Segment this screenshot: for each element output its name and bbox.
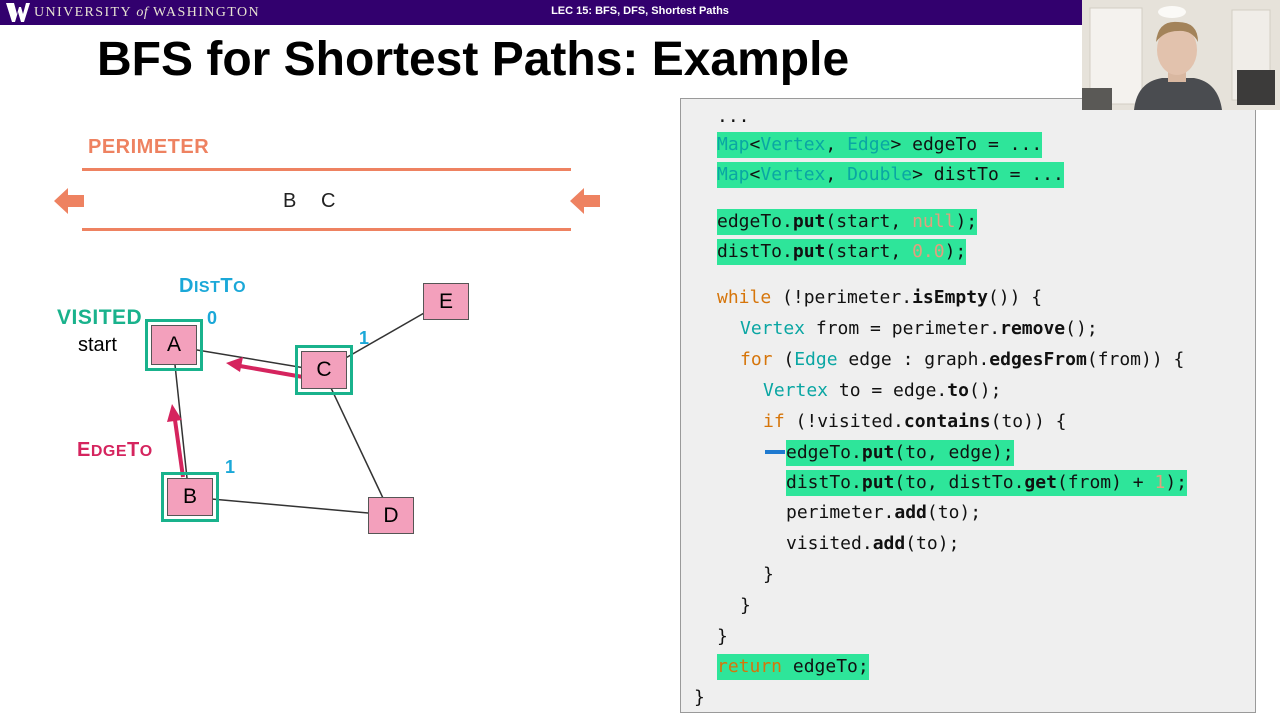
uw-w-logo-icon: [6, 3, 30, 22]
dist-b: 1: [225, 457, 236, 477]
code-line: if (!visited.contains(to)) {: [763, 411, 1067, 432]
edge-a-c: [172, 345, 324, 372]
visited-marker-b: [161, 472, 219, 522]
node-b: B: [167, 478, 213, 516]
perimeter-item: B: [283, 190, 297, 212]
node-c: C: [301, 351, 347, 389]
code-panel: ... Map<Vertex, Edge> edgeTo = ... Map<V…: [680, 98, 1256, 713]
code-line: return edgeTo;: [717, 654, 869, 680]
start-label: start: [78, 334, 117, 356]
code-line: edgeTo.put(start, null);: [717, 209, 978, 235]
code-line: edgeTo.put(to, edge);: [786, 440, 1014, 466]
webcam-image: [1082, 0, 1280, 110]
code-line: Map<Vertex, Double> distTo = ...: [717, 162, 1064, 188]
code-line: visited.add(to);: [786, 533, 960, 554]
perimeter-bottom-line: [82, 228, 571, 231]
code-line: }: [763, 564, 774, 585]
perimeter-label: PERIMETER: [88, 136, 210, 158]
slide-title: BFS for Shortest Paths: Example: [97, 33, 850, 86]
edgeto-arrow-b-a: [173, 419, 185, 478]
code-line: }: [694, 687, 705, 708]
code-line: for (Edge edge : graph.edgesFrom(from)) …: [740, 349, 1185, 370]
left-arrow-icon: [54, 188, 84, 214]
edge-c-d: [322, 370, 392, 516]
perimeter-top-line: [82, 168, 571, 171]
left-arrow-icon: [570, 188, 600, 214]
edgeto-label: EDGETO: [77, 439, 153, 461]
edge-a-b: [172, 345, 190, 498]
perimeter-item: C: [321, 190, 336, 212]
code-line: distTo.put(to, distTo.get(from) + 1);: [786, 470, 1188, 496]
lecture-title: LEC 15: BFS, DFS, Shortest Paths: [551, 5, 729, 17]
edgeto-arrow-c-a: [239, 364, 304, 379]
code-line: perimeter.add(to);: [786, 502, 982, 523]
node-e: E: [423, 283, 469, 320]
dist-c: 1: [359, 328, 370, 348]
code-line: distTo.put(start, 0.0);: [717, 239, 967, 265]
laser-pointer-mark: [765, 450, 785, 454]
code-line: Vertex to = edge.to();: [763, 380, 1002, 401]
edgeto-arrowhead-b-a: [167, 404, 182, 422]
node-a: A: [151, 325, 197, 365]
visited-marker-c: [295, 345, 353, 395]
distto-label: DISTTO: [179, 275, 247, 297]
code-line: Map<Vertex, Edge> edgeTo = ...: [717, 132, 1043, 158]
node-d: D: [368, 497, 414, 534]
code-line: ...: [717, 106, 750, 127]
code-line: }: [740, 595, 751, 616]
top-bar: UNIVERSITY of WASHINGTON LEC 15: BFS, DF…: [0, 0, 1280, 25]
code-line: while (!perimeter.isEmpty()) {: [717, 287, 1043, 308]
visited-marker-a: [145, 319, 203, 371]
code-line: Vertex from = perimeter.remove();: [740, 318, 1098, 339]
webcam-presenter: [1082, 0, 1280, 110]
edgeto-arrowhead-c-a: [226, 357, 243, 372]
code-line: }: [717, 626, 728, 647]
visited-label: VISITED: [57, 306, 143, 329]
university-name: UNIVERSITY of WASHINGTON: [34, 5, 261, 20]
dist-a: 0: [207, 308, 218, 328]
edge-b-d: [188, 496, 392, 516]
